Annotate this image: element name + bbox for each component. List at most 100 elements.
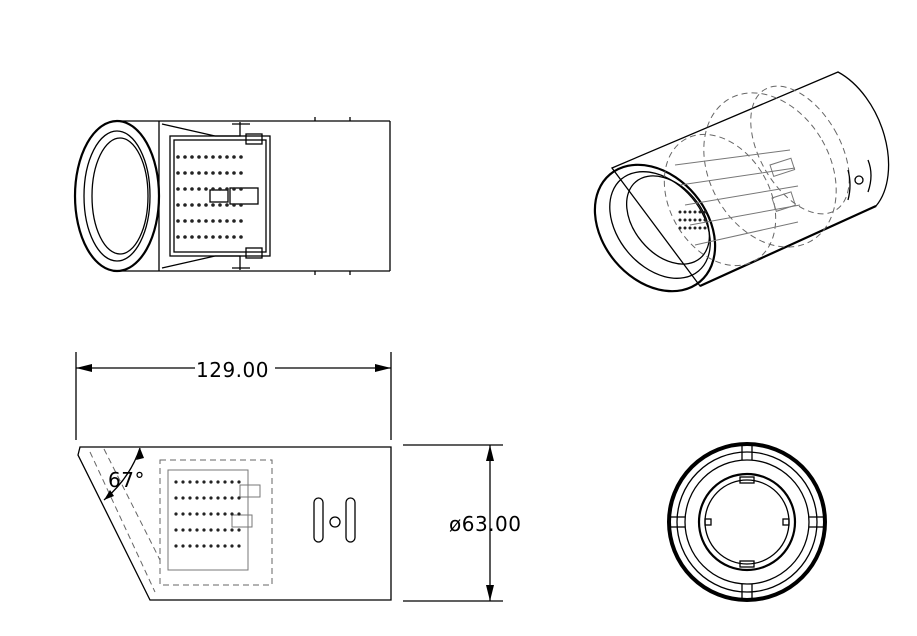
perforation-dot [190,235,194,239]
perforation-dot [223,480,227,484]
perforation-dot [239,203,243,207]
perforation-dot [216,480,220,484]
perforation-dot [239,171,243,175]
perforation-dot [225,187,229,191]
perforation-dot [176,203,180,207]
perforation-dot [176,235,180,239]
perforation-dot [202,528,206,532]
perforation-dot [698,210,702,214]
side-view: 129.00 67° ø63.00 [75,352,521,602]
perforation-dot [237,528,241,532]
perforation-dot [225,219,229,223]
perforation-dot [216,512,220,516]
perforation-dot [190,219,194,223]
perforation-dot [183,219,187,223]
perforation-dot [195,528,199,532]
top-view-rim-outer [73,119,161,273]
perforation-dot [239,219,243,223]
perforation-dot [176,187,180,191]
perforation-dot [197,155,201,159]
perforation-dot [209,480,213,484]
perforation-dot [197,235,201,239]
perforation-dot [176,219,180,223]
perforation-dot [698,218,702,222]
perforation-dot [232,187,236,191]
perforation-dot [216,528,220,532]
perforation-dot [183,203,187,207]
perforation-dot [188,528,192,532]
end-view [667,442,827,602]
perforation-dot [211,219,215,223]
perforation-dot [218,235,222,239]
perforation-dot [188,544,192,548]
perforation-dot [216,496,220,500]
perforation-dot [232,219,236,223]
perforation-dot [232,203,236,207]
perforation-dot [223,496,227,500]
perforation-dot [197,219,201,223]
perforation-dot [230,496,234,500]
perforation-dot [678,226,682,230]
perforation-dot [181,512,185,516]
perforation-dot [174,512,178,516]
perforation-dot [703,226,707,230]
perforation-dot [181,528,185,532]
perforation-dot [216,544,220,548]
perforation-dot [230,544,234,548]
perforation-dot [211,155,215,159]
isometric-view [593,71,890,293]
perforation-dot [211,171,215,175]
badge-left-bar [313,497,324,543]
perforation-dot [218,155,222,159]
badge-center-dot [329,516,341,528]
perforation-dot [197,187,201,191]
perforation-dot [698,226,702,230]
perforation-dot [202,544,206,548]
perforation-dot [204,235,208,239]
badge-right-bar [345,497,356,543]
perforation-dot [223,512,227,516]
perforation-dot [204,187,208,191]
perforation-dot [204,203,208,207]
perforation-dot [225,171,229,175]
perforation-dot [232,235,236,239]
perforation-dot [683,210,687,214]
perforation-dot [188,480,192,484]
perforation-dot [195,480,199,484]
perforation-dot [218,219,222,223]
perforation-dot [237,544,241,548]
perforation-dot [223,528,227,532]
perforation-dot [218,187,222,191]
perforation-dot [176,155,180,159]
end-outer-ring [667,442,827,602]
perforation-dot [183,187,187,191]
perforation-dot [174,528,178,532]
side-view-perforations [174,480,241,548]
perforation-dot [693,218,697,222]
perforation-dot [190,155,194,159]
perforation-dot [181,496,185,500]
perforation-dot [174,544,178,548]
iso-opening-outer [593,163,717,293]
perforation-dot [197,203,201,207]
perforation-dot [181,480,185,484]
perforation-dot [225,155,229,159]
perforation-dot [693,210,697,214]
perforation-dot [230,528,234,532]
iso-view-perforations [678,210,707,230]
perforation-dot [195,512,199,516]
side-hidden-cage [159,459,273,586]
perforation-dot [202,512,206,516]
perforation-dot [176,171,180,175]
perforation-dot [195,544,199,548]
perforation-dot [703,218,707,222]
perforation-dot [190,171,194,175]
iso-body-outline [610,71,890,287]
top-view-rim-inner [83,130,151,262]
perforation-dot [693,226,697,230]
top-view-rim-bore [91,137,149,255]
perforation-dot [197,171,201,175]
perforation-dot [204,155,208,159]
perforation-dot [190,203,194,207]
end-inner-ring [697,472,797,572]
